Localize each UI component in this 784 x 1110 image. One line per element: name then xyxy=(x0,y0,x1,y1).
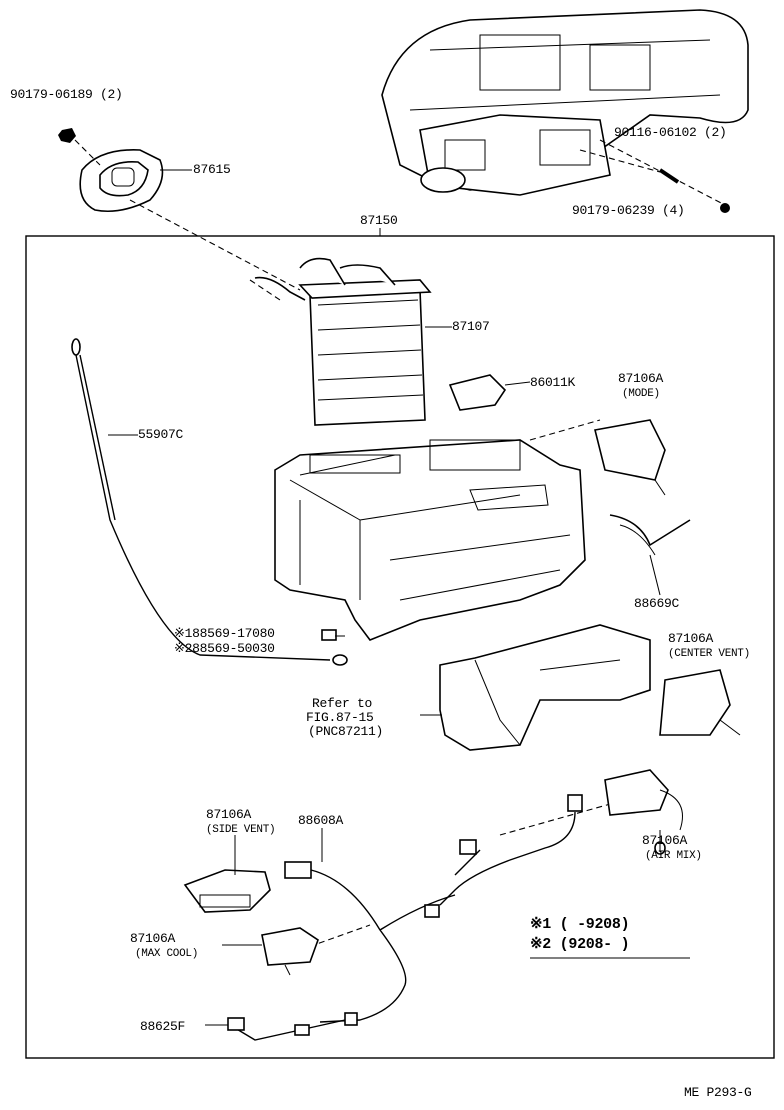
clip-88569 xyxy=(321,629,337,641)
relay-86011k xyxy=(448,374,507,411)
label-87106a-center: 87106A xyxy=(668,631,714,646)
dashboard-illustration xyxy=(381,9,749,196)
nut-90179-06189 xyxy=(58,128,76,143)
label-87106a-side: 87106A xyxy=(206,807,252,822)
label-87106a-mode-sub: (MODE) xyxy=(622,388,660,400)
label-87106a-max: 87106A xyxy=(130,931,176,946)
servo-mode xyxy=(594,419,666,496)
heater-core-87107 xyxy=(254,257,432,426)
note1: ※188569-17080 xyxy=(174,627,275,641)
label-87106a-mode: 87106A xyxy=(618,371,664,386)
servo-air-mix xyxy=(604,769,683,855)
harness-connector-top xyxy=(439,794,583,906)
assembly-frame xyxy=(25,235,775,1059)
label-87615: 87615 xyxy=(193,162,231,177)
label-86011k: 86011K xyxy=(530,375,576,390)
label-88608a: 88608A xyxy=(298,813,344,828)
label-88569-50030: 88569-50030 xyxy=(192,641,275,656)
mark-2: ※2 xyxy=(174,641,193,656)
label-55907c: 55907C xyxy=(138,427,184,442)
label-90179-06189: 90179-06189 (2) xyxy=(10,87,123,102)
duct-87615 xyxy=(79,149,164,213)
label-87106a-max-sub: (MAX COOL) xyxy=(135,948,199,960)
label-87106a-air: 87106A xyxy=(642,833,688,848)
refer-line-2: FIG.87-15 xyxy=(306,710,374,725)
sensor-cable-55907c xyxy=(71,338,348,666)
servo-center-vent xyxy=(659,669,741,736)
refer-line-1: Refer to xyxy=(312,696,373,711)
legend-line-2: ※2 (9208- ) xyxy=(530,936,630,953)
label-90116-06102: 90116-06102 (2) xyxy=(614,125,727,140)
hose-88669c xyxy=(609,514,691,556)
servo-max-cool xyxy=(261,927,319,976)
mark-1: ※1 xyxy=(174,626,193,641)
label-87150: 87150 xyxy=(360,213,398,228)
legend-line-1: ※1 ( -9208) xyxy=(530,916,630,933)
label-88625f: 88625F xyxy=(140,1019,186,1034)
note2: ※288569-50030 xyxy=(174,642,275,656)
servo-side-vent xyxy=(183,869,271,913)
lower-duct xyxy=(439,624,651,751)
wire-harness-88608a xyxy=(284,839,481,1023)
label-87107: 87107 xyxy=(452,319,490,334)
refer-line-3: (PNC87211) xyxy=(308,724,384,739)
label-87106a-air-sub: (AIR MIX) xyxy=(645,850,702,862)
heater-case xyxy=(274,439,586,641)
label-90179-06239: 90179-06239 (4) xyxy=(572,203,685,218)
footer-code: ME P293-G xyxy=(684,1085,752,1100)
label-88669c: 88669C xyxy=(634,596,680,611)
label-87106a-side-sub: (SIDE VENT) xyxy=(206,824,276,836)
label-88569-17080: 88569-17080 xyxy=(192,626,275,641)
label-87106a-center-sub: (CENTER VENT) xyxy=(668,648,750,660)
wire-harness-88625f xyxy=(227,1012,358,1041)
label-leaders xyxy=(108,169,690,1026)
bolt-90116-06102 xyxy=(658,168,680,184)
nut-90179-06239 xyxy=(720,203,730,213)
